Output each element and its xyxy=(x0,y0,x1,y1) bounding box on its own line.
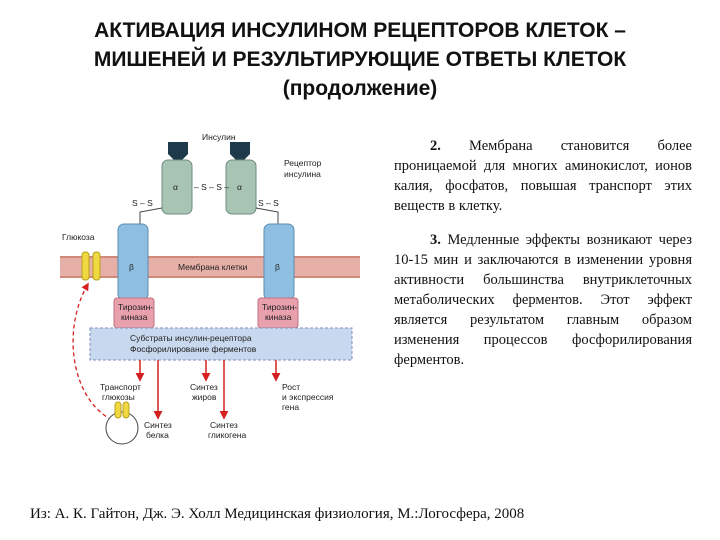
growth-label: Рост и экспрессия гена xyxy=(282,382,336,412)
transport-label: Транспорт глюкозы xyxy=(100,382,143,402)
kinase-label-left: Тирозин- киназа xyxy=(118,302,155,322)
glucose-channel-right xyxy=(92,251,101,281)
glycogen-synth-label: Синтез гликогена xyxy=(208,420,246,440)
kinase-label-right-line-1: Тирозин- xyxy=(262,302,297,312)
growth-label-line-2: и экспрессия xyxy=(282,392,334,402)
insulin-receptor-diagram: Мембрана клетки Инсулин α α – S – S – Ре… xyxy=(60,132,360,445)
fat-synth-label-line-2: жиров xyxy=(192,392,217,402)
growth-label-line-1: Рост xyxy=(282,382,300,392)
paragraph-2: 2. Мембрана становится более проницаемой… xyxy=(394,136,692,216)
paragraph-3: 3. Медленные эффекты возникают через 10-… xyxy=(394,230,692,370)
ss-link-left xyxy=(139,207,163,224)
kinase-label-right-line-2: киназа xyxy=(265,312,292,322)
kinase-label-right: Тирозин- киназа xyxy=(262,302,299,322)
alpha-label-right: α xyxy=(237,182,242,192)
glucose-label: Глюкоза xyxy=(62,232,95,242)
insulin-icon-right xyxy=(230,142,250,164)
source-citation: Из: А. К. Гайтон, Дж. Э. Холл Медицинска… xyxy=(30,506,525,522)
receptor-label-line-1: Рецептор xyxy=(284,158,322,168)
paragraph-2-text: Мембрана становится более проницаемой дл… xyxy=(394,138,692,214)
glycogen-synth-label-line-2: гликогена xyxy=(208,430,246,440)
alpha-label-left: α xyxy=(173,182,178,192)
paragraph-3-text: Медленные эффекты возникают через 10-15 … xyxy=(394,232,692,368)
insulin-label: Инсулин xyxy=(202,132,236,142)
substrates-label-line-1: Субстраты инсулин-рецептора xyxy=(130,333,252,343)
glucose-channel-left xyxy=(81,251,90,281)
protein-synth-label-line-1: Синтез xyxy=(144,420,172,430)
protein-synth-label: Синтез белка xyxy=(144,420,174,440)
fat-synth-label: Синтез жиров xyxy=(190,382,220,402)
kinase-label-left-line-1: Тирозин- xyxy=(118,302,153,312)
membrane-label: Мембрана клетки xyxy=(178,262,248,272)
transport-label-line-1: Транспорт xyxy=(100,382,141,392)
title-line-2: МИШЕНЕЙ И РЕЗУЛЬТИРУЮЩИЕ ОТВЕТЫ КЛЕТОК xyxy=(93,48,627,71)
text-column: 2. Мембрана становится более проницаемой… xyxy=(394,136,692,384)
paragraph-2-number: 2. xyxy=(430,138,441,154)
membrane-line-bottom xyxy=(60,276,360,278)
kinase-label-left-line-2: киназа xyxy=(121,312,148,322)
glycogen-synth-label-line-1: Синтез xyxy=(210,420,238,430)
ss-link-right xyxy=(255,207,279,224)
membrane-line-top xyxy=(60,256,360,258)
slide-title: АКТИВАЦИЯ ИНСУЛИНОМ РЕЦЕПТОРОВ КЛЕТОК – … xyxy=(20,16,700,103)
glucose-transport-feedback-arrow xyxy=(72,282,113,421)
title-line-3: (продолжение) xyxy=(282,77,438,100)
insulin-icon-left xyxy=(168,142,188,164)
receptor-label-line-2: инсулина xyxy=(284,169,321,179)
fat-synth-label-line-1: Синтез xyxy=(190,382,218,392)
ss-label-right: S – S xyxy=(258,198,279,208)
protein-synth-label-line-2: белка xyxy=(146,430,169,440)
substrates-label: Субстраты инсулин-рецептора Фосфорилиров… xyxy=(130,333,257,354)
vesicle-transporter-right xyxy=(122,401,130,419)
title-line-1: АКТИВАЦИЯ ИНСУЛИНОМ РЕЦЕПТОРОВ КЛЕТОК – xyxy=(94,19,626,42)
beta-label-left: β xyxy=(129,262,134,272)
alpha-subunit-left xyxy=(161,159,193,215)
substrates-box xyxy=(89,327,353,361)
paragraph-3-number: 3. xyxy=(430,232,441,248)
growth-label-line-3: гена xyxy=(282,402,299,412)
ss-label-left: S – S xyxy=(132,198,153,208)
beta-label-right: β xyxy=(275,262,280,272)
vesicle-transporter-left xyxy=(114,401,122,419)
glucose-vesicle xyxy=(105,411,139,445)
ss-bridge-label: – S – S – xyxy=(194,182,229,192)
transport-label-line-2: глюкозы xyxy=(102,392,135,402)
substrates-label-line-2: Фосфорилирование ферментов xyxy=(130,344,257,354)
alpha-subunit-right xyxy=(225,159,257,215)
receptor-label: Рецептор инсулина xyxy=(284,158,324,179)
